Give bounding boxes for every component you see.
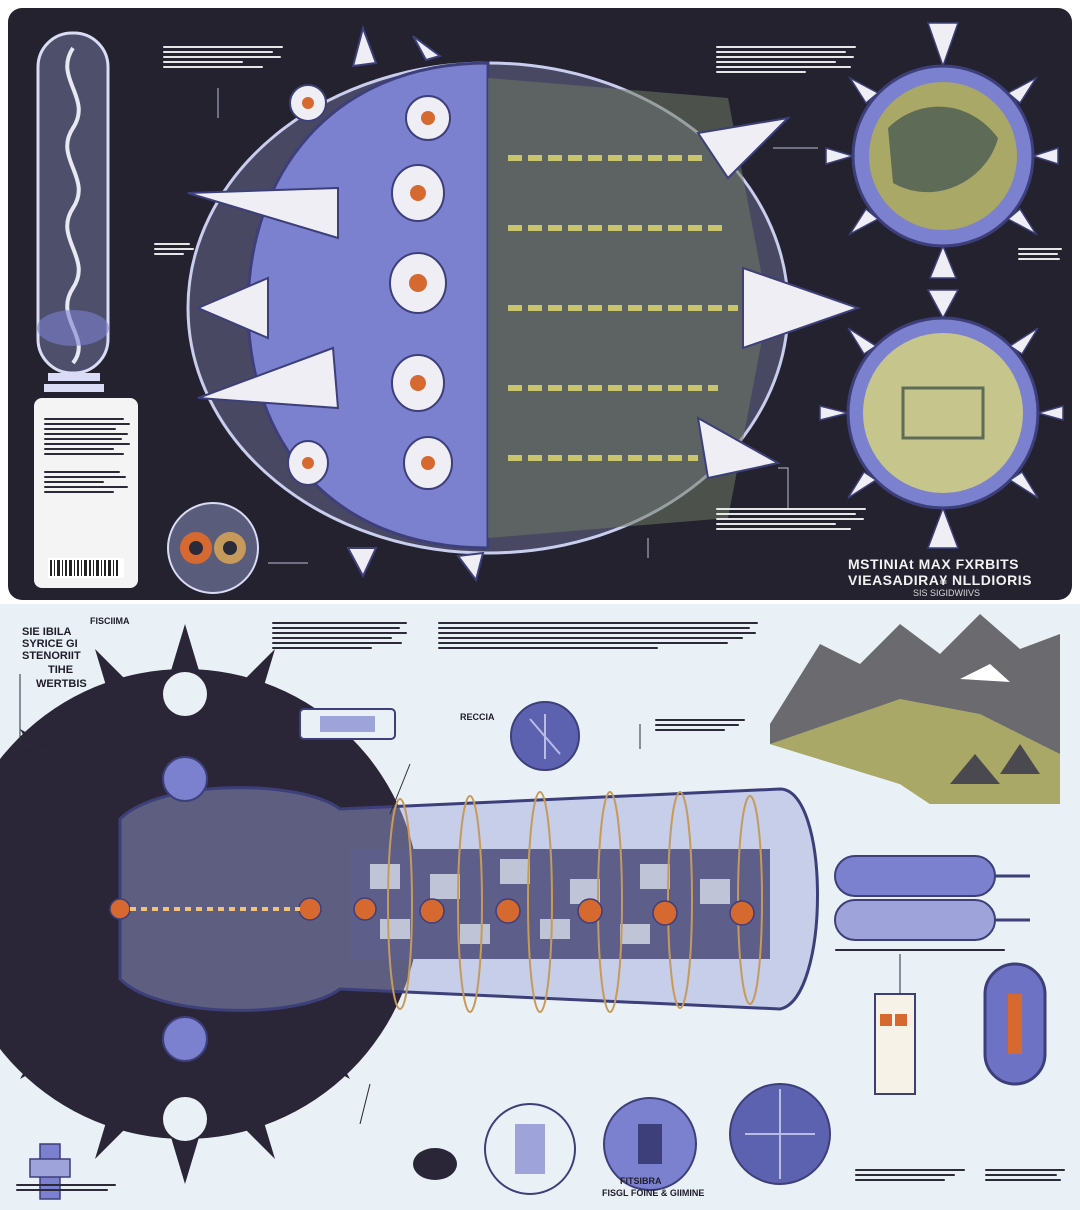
side-label-4: TIHE bbox=[48, 664, 74, 676]
lens-sphere-illustration bbox=[167, 502, 259, 594]
leader-lines bbox=[217, 88, 818, 564]
annotation-block-right-mid bbox=[1018, 248, 1062, 263]
bottom-artwork bbox=[0, 614, 1060, 1200]
spiked-pod-cutaway bbox=[186, 24, 862, 583]
spiked-sphere-lower bbox=[819, 289, 1064, 549]
sphere-caption-2: FISGL FOINE & GIIMINE bbox=[602, 1188, 705, 1198]
annotation-block-bottom-1 bbox=[272, 622, 407, 652]
annotation-block-bottom-4 bbox=[835, 949, 1005, 954]
annotation-block-bottom-5 bbox=[16, 1184, 116, 1194]
side-label-5: WERTBIS bbox=[36, 678, 87, 690]
top-title-line-1: MSTINIAt MAX FXRBITS bbox=[848, 556, 1019, 572]
side-label-3: STENORIIT bbox=[22, 650, 81, 662]
annotation-block-bottom-3 bbox=[655, 719, 745, 734]
sphere-caption-1: FITSIBRA bbox=[620, 1176, 662, 1186]
top-subtitle: SIS SIGIDWIIVS bbox=[913, 588, 981, 598]
module-label: RECCIA bbox=[460, 712, 495, 722]
bottom-detail-parts bbox=[29, 962, 1047, 1200]
label-card-text bbox=[44, 418, 130, 496]
annotation-block-top-right bbox=[716, 46, 856, 76]
gear-silhouette bbox=[0, 624, 425, 1184]
spec-label-card bbox=[34, 398, 138, 588]
bottom-blueprint-panel: FISCIIMA SIE IBILA SYRICE GI STENORIIT T… bbox=[0, 604, 1080, 1210]
corner-label: FISCIIMA bbox=[90, 616, 130, 626]
annotation-block-bottom-right bbox=[716, 508, 866, 533]
side-label-2: SYRICE GI bbox=[22, 638, 78, 650]
glass-tube-illustration bbox=[36, 31, 110, 392]
bottom-leader-lines bbox=[19, 674, 901, 1125]
glass-capsule-cutaway bbox=[109, 756, 1030, 1062]
mountain-landscape bbox=[770, 614, 1060, 804]
annotation-block-top-left bbox=[163, 46, 283, 71]
top-blueprint-panel: MSTINIAt MAX FXRBITS VIEASADIRA¥ NLLDIOR… bbox=[8, 8, 1072, 600]
connector-module bbox=[299, 708, 396, 740]
orb-top bbox=[510, 701, 580, 771]
annotation-block-bottom-2 bbox=[438, 622, 758, 652]
annotation-block-left-mid bbox=[154, 243, 194, 258]
top-artwork bbox=[34, 22, 1064, 594]
spiked-sphere-upper bbox=[825, 22, 1059, 279]
side-label-1: SIE IBILA bbox=[22, 626, 72, 638]
annotation-block-bottom-7 bbox=[985, 1169, 1065, 1184]
annotation-block-bottom-6 bbox=[855, 1169, 965, 1184]
top-title-line-2: VIEASADIRA¥ NLLDIORIS bbox=[848, 572, 1032, 588]
